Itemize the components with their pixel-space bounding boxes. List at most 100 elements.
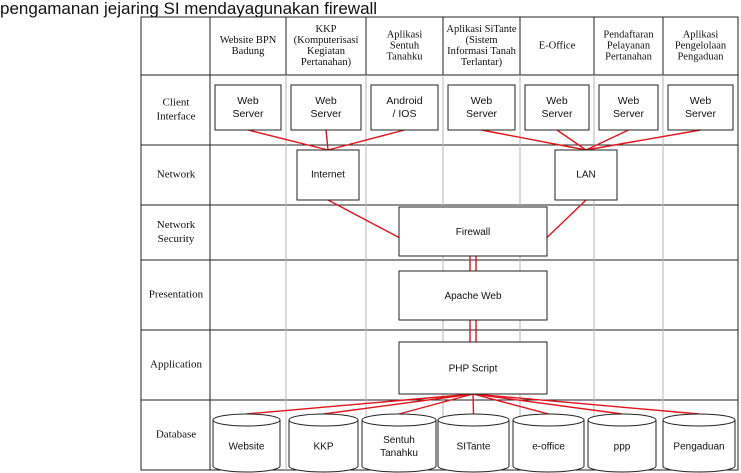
connector-php-database	[246, 393, 474, 415]
connector-php-database	[472, 393, 700, 415]
connector-client-lan	[556, 129, 587, 151]
column-header-text: KKP	[315, 24, 336, 35]
client-server-box	[214, 84, 282, 131]
connector-client-internet	[247, 129, 329, 151]
database-cylinder-top	[662, 413, 736, 427]
layer-label: Network	[157, 169, 196, 181]
layer-label: Application	[150, 359, 202, 371]
database-label: Tanahku	[380, 448, 418, 459]
column-header-text: Aplikasi	[683, 29, 719, 40]
database-cylinder	[512, 420, 585, 473]
column-header-text: Pertanahan	[605, 51, 652, 62]
lan-label: LAN	[576, 170, 595, 181]
database-label: e-office	[532, 442, 565, 453]
column-header-text: (Komputerisasi	[294, 35, 359, 46]
client-server-label: Web	[690, 95, 712, 107]
connector-php-database	[472, 393, 475, 415]
client-server-label: Server	[311, 108, 342, 120]
database-label: Pengaduan	[673, 442, 724, 453]
database-label: ppp	[614, 442, 631, 453]
layer-label: Interface	[156, 111, 195, 123]
client-server-box	[667, 84, 734, 131]
client-server-label: Web	[237, 95, 259, 107]
column-header-text: Terlantar)	[461, 57, 503, 68]
client-server-label: Server	[685, 108, 716, 120]
client-server-box	[370, 84, 439, 131]
database-cylinder	[288, 420, 359, 473]
connector-php-database	[472, 393, 549, 415]
client-server-box	[598, 84, 659, 131]
client-server-label: Web	[546, 95, 568, 107]
connector-client-internet	[325, 129, 329, 151]
database-cylinder	[662, 420, 736, 473]
apache-web-label: Apache Web	[444, 291, 502, 302]
database-cylinder-top	[361, 413, 437, 427]
column-header-text: Pertanahan)	[301, 57, 352, 68]
layer-label: Database	[156, 429, 196, 441]
connector-php-database	[323, 393, 474, 415]
layer-labels: ClientInterfaceNetworkNetworkSecurityPre…	[149, 97, 204, 441]
connector-client-lan	[481, 129, 587, 151]
client-server-label: Android	[386, 95, 422, 107]
layer-label: Client	[163, 97, 190, 109]
client-server-label: Server	[466, 108, 497, 120]
client-server-label: Server	[613, 108, 644, 120]
database-cylinder-top	[512, 413, 585, 427]
connector-lan-firewall	[546, 199, 587, 239]
database-cylinder	[437, 420, 510, 473]
client-server-box	[447, 84, 516, 131]
layer-label: Presentation	[149, 289, 204, 301]
column-header-text: Badung	[232, 46, 265, 57]
database-cylinder-top	[587, 413, 657, 427]
apache-web-box	[398, 270, 548, 321]
connector-lines	[246, 129, 701, 415]
database-cylinder	[361, 420, 437, 473]
column-header-text: Aplikasi SiTante	[446, 24, 516, 35]
diagram-caption: pengamanan jejaring SI mendayagunakan fi…	[0, 0, 378, 18]
internet-label: Internet	[311, 170, 345, 181]
php-script-label: PHP Script	[449, 364, 498, 375]
firewall-box	[398, 206, 548, 257]
column-header-text: Website BPN	[220, 35, 277, 46]
column-header-text: Tanahku	[386, 51, 423, 62]
client-server-label: Server	[542, 108, 573, 120]
column-header-text: E-Office	[539, 40, 576, 51]
column-header-text: (Sistem	[465, 35, 497, 46]
client-server-box	[290, 84, 362, 131]
layer-label: Security	[158, 233, 195, 245]
column-header-text: Pengaduan	[677, 51, 724, 62]
column-header-text: Aplikasi	[387, 29, 423, 40]
database-cylinder	[587, 420, 657, 473]
connector-client-internet	[327, 129, 405, 151]
database-cylinder-top	[437, 413, 510, 427]
column-header-text: Pengelolaan	[675, 40, 727, 51]
database-cylinder-top	[212, 413, 281, 427]
client-server-label: Web	[471, 95, 493, 107]
database-cylinder	[212, 420, 281, 473]
database-label: Website	[229, 442, 265, 453]
database-label: KKP	[313, 442, 333, 453]
connector-php-database	[472, 393, 623, 415]
connector-php-database	[398, 393, 474, 415]
column-header-text: Pendaftaran	[603, 29, 654, 40]
connector-internet-firewall	[327, 199, 400, 239]
column-header-text: Kegiatan	[307, 46, 346, 57]
client-server-box	[524, 84, 590, 131]
database-label: Sentuh	[383, 435, 415, 446]
client-server-label: Server	[233, 108, 264, 120]
lan-box	[554, 149, 618, 201]
connector-client-lan	[585, 129, 701, 151]
database-label: SITante	[457, 442, 491, 453]
firewall-label: Firewall	[456, 227, 490, 238]
connector-client-lan	[585, 129, 629, 151]
php-script-box	[398, 341, 548, 395]
layer-label: Network	[157, 219, 196, 231]
client-server-label: / IOS	[393, 108, 417, 120]
column-header-text: Informasi Tanah	[447, 46, 517, 57]
client-server-label: Web	[618, 95, 640, 107]
client-server-label: Web	[315, 95, 337, 107]
table-border	[140, 16, 739, 471]
